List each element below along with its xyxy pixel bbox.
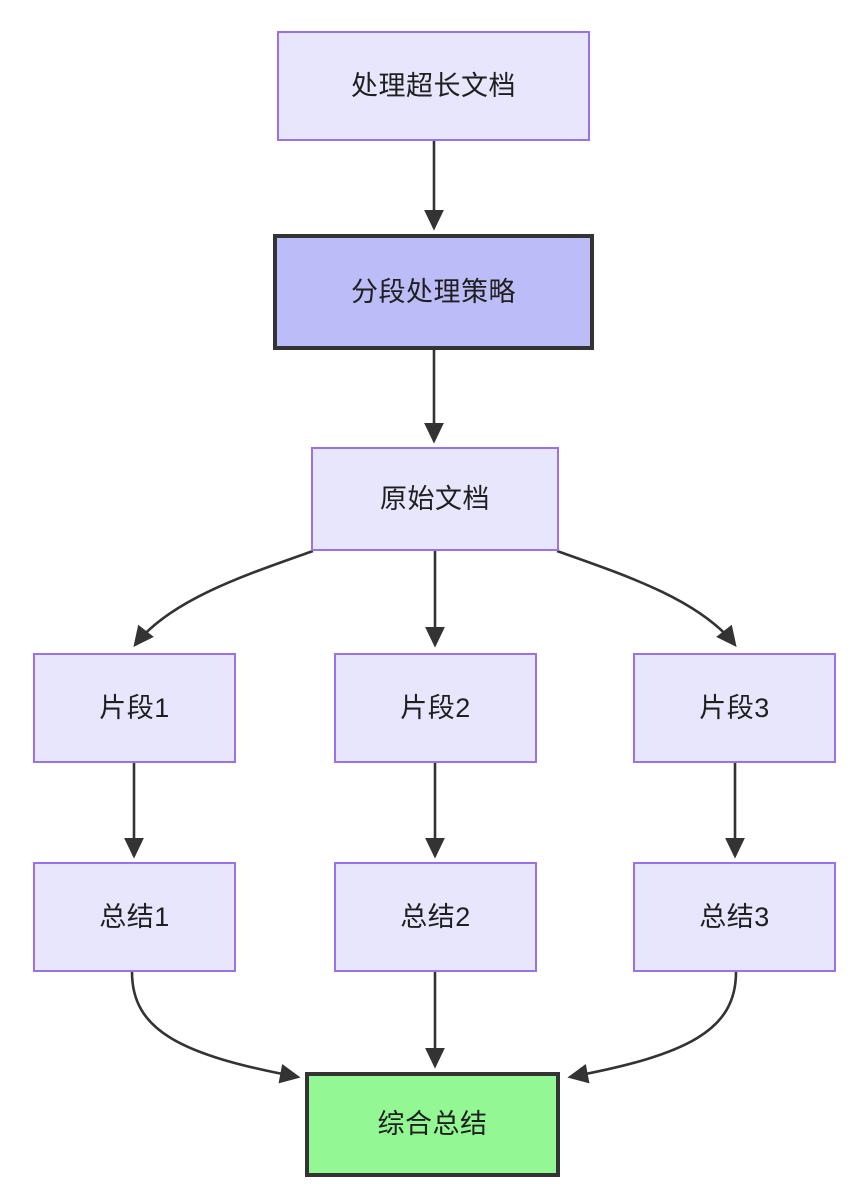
node-chunking-strategy[interactable]: 分段处理策略: [273, 234, 594, 350]
node-label: 总结3: [699, 901, 770, 932]
node-label: 分段处理策略: [351, 276, 516, 307]
node-label: 总结2: [400, 901, 471, 932]
node-label: 综合总结: [377, 1109, 488, 1140]
node-summary-3[interactable]: 总结3: [633, 862, 836, 972]
edge-sum1-to-final: [130, 971, 301, 1084]
node-label: 原始文档: [380, 483, 490, 514]
edge-source-to-seg1: [133, 549, 314, 648]
node-summary-1[interactable]: 总结1: [33, 862, 236, 972]
node-segment-3[interactable]: 片段3: [633, 653, 836, 763]
node-label: 处理超长文档: [351, 70, 516, 101]
node-source-document[interactable]: 原始文档: [311, 447, 559, 551]
node-label: 总结1: [99, 901, 170, 932]
node-label: 片段1: [99, 692, 170, 723]
node-segment-2[interactable]: 片段2: [334, 653, 537, 763]
node-summary-2[interactable]: 总结2: [334, 862, 537, 972]
node-label: 片段2: [400, 692, 471, 723]
edge-source-to-seg3: [556, 549, 737, 648]
edge-sum3-to-final: [567, 971, 738, 1084]
node-process-long-document[interactable]: 处理超长文档: [277, 31, 590, 141]
node-combined-summary[interactable]: 综合总结: [305, 1072, 560, 1177]
node-label: 片段3: [699, 692, 770, 723]
node-segment-1[interactable]: 片段1: [33, 653, 236, 763]
